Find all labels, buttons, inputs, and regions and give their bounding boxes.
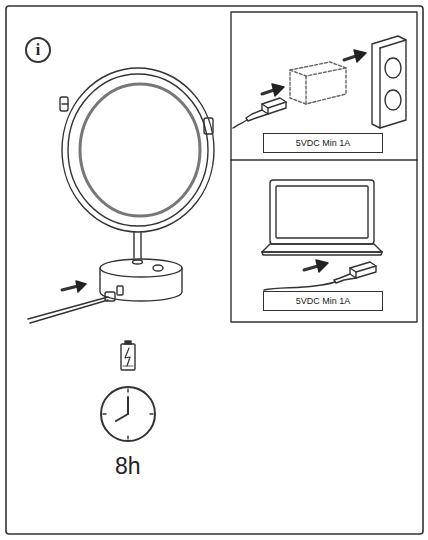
power-adapter	[290, 62, 346, 104]
info-letter: i	[36, 41, 40, 59]
battery-icon	[121, 341, 135, 370]
spec-label: 5VDC Min 1A	[263, 291, 383, 311]
spec-text: 5VDC Min 1A	[296, 138, 351, 148]
page-frame	[6, 6, 423, 534]
spec-text: 5VDC Min 1A	[296, 296, 351, 306]
clock-icon	[101, 387, 155, 441]
wall-socket	[372, 36, 406, 128]
info-icon: i	[25, 37, 51, 63]
mirror-illustration	[28, 68, 214, 323]
charge-time: 8h	[115, 453, 141, 480]
usb-plug	[233, 98, 286, 128]
spec-label: 5VDC Min 1A	[263, 133, 383, 153]
panel-divider	[231, 159, 417, 160]
connection-panel	[231, 12, 417, 322]
arrow-head	[76, 281, 86, 292]
laptop	[262, 180, 382, 255]
